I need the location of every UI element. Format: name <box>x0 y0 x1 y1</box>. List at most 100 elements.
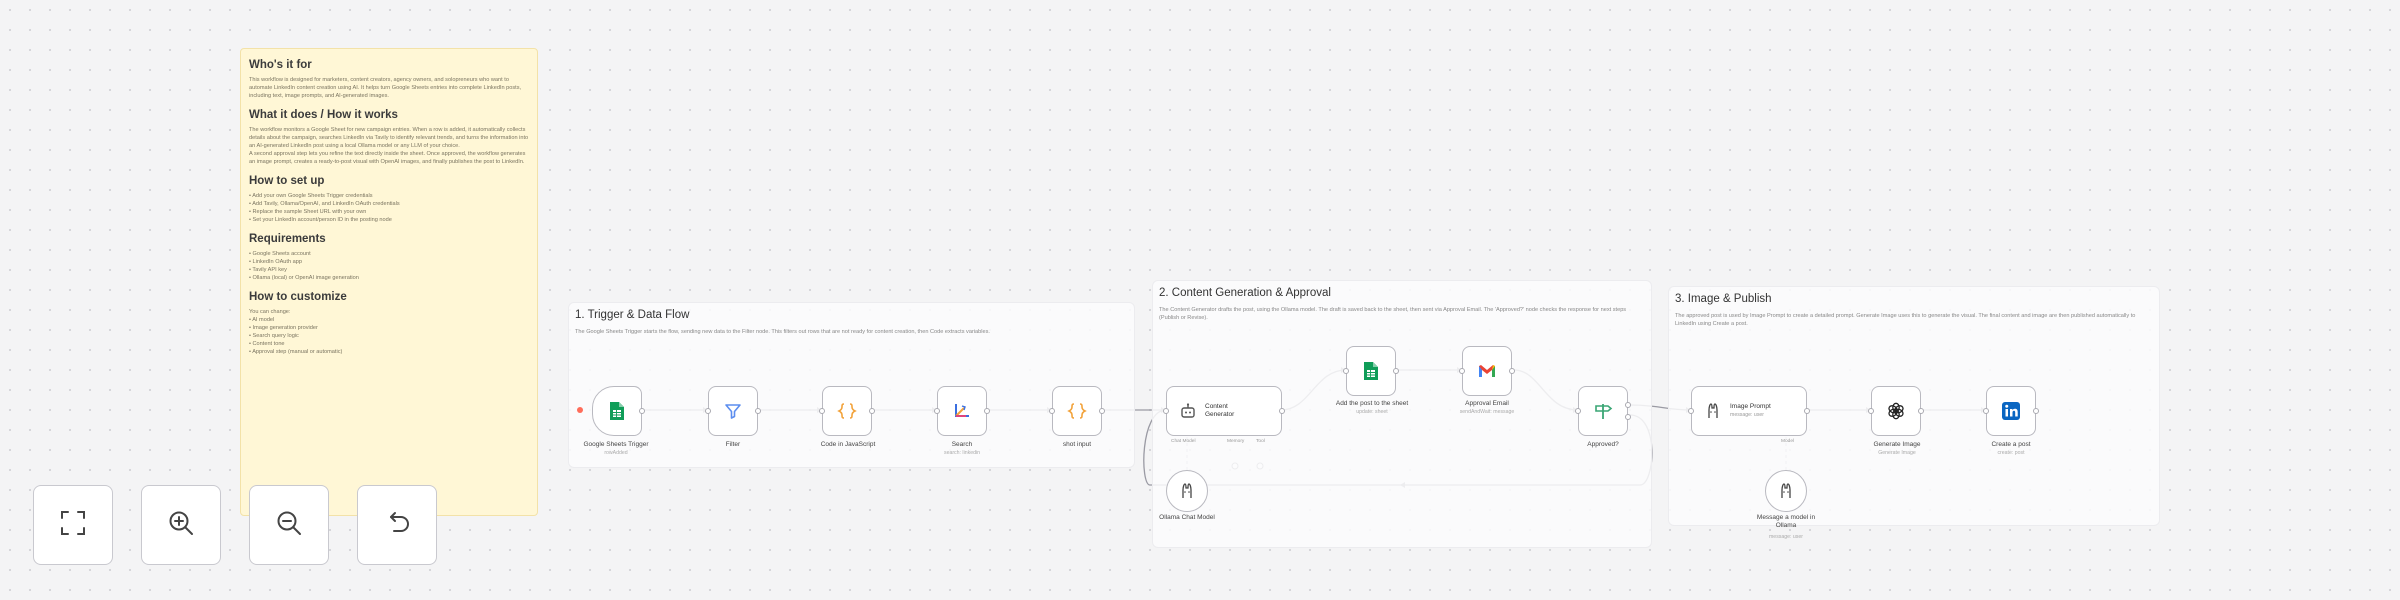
code-braces-icon <box>1066 400 1088 422</box>
node-image-prompt[interactable]: Image Prompt message: user <box>1688 386 1810 436</box>
linkedin-icon <box>2000 400 2022 422</box>
input-handle[interactable] <box>934 408 940 414</box>
output-handle-true[interactable] <box>1625 402 1631 408</box>
subcaption-message-ollama: message: user <box>1768 534 1804 540</box>
port-label-model: Model <box>1781 439 1795 444</box>
caption-create-post: Create a post <box>1991 441 2031 448</box>
code-braces-icon <box>836 400 858 422</box>
section-description: The approved post is used by Image Promp… <box>1675 313 2136 327</box>
caption-message-ollama: Message a model in Ollama <box>1756 514 1816 529</box>
caption-approval-email: Approval Email <box>1465 400 1509 407</box>
node-search[interactable] <box>934 386 990 436</box>
node-add-post-to-sheet[interactable] <box>1343 346 1399 396</box>
sticky-note[interactable]: Who's it for This workflow is designed f… <box>240 48 538 516</box>
input-handle[interactable] <box>1575 408 1581 414</box>
section-description: The Content Generator drafts the post, u… <box>1159 307 1627 321</box>
section-description: The Google Sheets Trigger starts the flo… <box>575 329 990 335</box>
section-title: 3. Image & Publish <box>1675 293 1772 305</box>
zoom-in-icon <box>166 508 196 543</box>
input-handle[interactable] <box>1688 408 1694 414</box>
input-handle[interactable] <box>1868 408 1874 414</box>
subcaption-search: search: linkedin <box>943 450 981 456</box>
section-title: 2. Content Generation & Approval <box>1159 287 1331 299</box>
caption-ollama-chat-model: Ollama Chat Model <box>1159 514 1215 521</box>
ollama-icon <box>1176 480 1198 502</box>
sticky-body-requirements: • Google Sheets account • LinkedIn OAuth… <box>249 251 359 281</box>
section-title: 1. Trigger & Data Flow <box>575 309 690 321</box>
caption-add-post-to-sheet: Add the post to the sheet <box>1335 400 1409 407</box>
caption-google-sheets-trigger: Google Sheets Trigger <box>583 441 649 448</box>
port-label-memory: Memory <box>1227 439 1245 444</box>
input-handle[interactable] <box>819 408 825 414</box>
output-handle[interactable] <box>869 408 875 414</box>
node-content-generator[interactable]: Content Generator <box>1163 386 1285 436</box>
node-message-ollama[interactable] <box>1765 470 1807 512</box>
node-subtitle: message: user <box>1730 412 1765 418</box>
port-label-chat-model: Chat Model <box>1171 439 1196 444</box>
subcaption-google-sheets-trigger: rowAdded <box>604 450 628 456</box>
caption-search: Search <box>951 441 973 448</box>
node-generate-image[interactable] <box>1868 386 1924 436</box>
output-handle[interactable] <box>1918 408 1924 414</box>
output-handle-false[interactable] <box>1625 414 1631 420</box>
node-title: Image Prompt <box>1730 403 1771 410</box>
reset-zoom-button[interactable] <box>357 485 437 565</box>
openai-icon <box>1885 400 1907 422</box>
output-handle[interactable] <box>1804 408 1810 414</box>
input-handle[interactable] <box>1459 368 1465 374</box>
node-label: Content Generator <box>1205 403 1235 418</box>
node-google-sheets-trigger[interactable] <box>592 386 645 436</box>
fit-view-button[interactable] <box>33 485 113 565</box>
sticky-body-who: This workflow is designed for marketers,… <box>249 77 522 99</box>
sticky-body-customize: You can change: • AI model • Image gener… <box>249 309 343 355</box>
input-handle[interactable] <box>705 408 711 414</box>
sticky-heading-requirements: Requirements <box>249 233 326 245</box>
subcaption-add-post-to-sheet: update: sheet <box>1356 409 1388 415</box>
input-handle[interactable] <box>1163 408 1169 414</box>
subcaption-generate-image: Generate Image <box>1878 450 1916 456</box>
subcaption-approval-email: sendAndWait: message <box>1459 409 1515 415</box>
output-handle[interactable] <box>1279 408 1285 414</box>
node-code-javascript[interactable] <box>819 386 875 436</box>
port-label-tool: Tool <box>1256 439 1265 444</box>
input-handle[interactable] <box>1343 368 1349 374</box>
node-create-post[interactable] <box>1983 386 2039 436</box>
filter-icon <box>722 400 744 422</box>
output-handle[interactable] <box>639 408 645 414</box>
node-approval-email[interactable] <box>1459 346 1515 396</box>
input-handle[interactable] <box>1983 408 1989 414</box>
node-filter[interactable] <box>705 386 761 436</box>
output-handle[interactable] <box>1393 368 1399 374</box>
node-approved-switch[interactable] <box>1575 386 1631 436</box>
caption-filter: Filter <box>725 441 741 448</box>
node-label: Image Prompt message: user <box>1730 403 1771 419</box>
sticky-heading-who: Who's it for <box>249 59 312 71</box>
zoom-out-icon <box>274 508 304 543</box>
output-handle[interactable] <box>1099 408 1105 414</box>
caption-code-javascript: Code in JavaScript <box>820 441 876 448</box>
output-handle[interactable] <box>984 408 990 414</box>
output-handle[interactable] <box>1509 368 1515 374</box>
caption-shot-input: shot input <box>1062 441 1092 448</box>
ollama-icon <box>1702 400 1724 422</box>
robot-icon <box>1177 400 1199 422</box>
fit-screen-icon <box>58 508 88 543</box>
node-shot-input[interactable] <box>1049 386 1105 436</box>
sticky-heading-customize: How to customize <box>249 291 347 303</box>
zoom-out-button[interactable] <box>249 485 329 565</box>
sticky-body-setup: • Add your own Google Sheets Trigger cre… <box>249 193 400 223</box>
sticky-body-what: The workflow monitors a Google Sheet for… <box>249 127 529 165</box>
output-handle[interactable] <box>2033 408 2039 414</box>
sticky-heading-what: What it does / How it works <box>249 109 398 121</box>
ollama-icon <box>1775 480 1797 502</box>
input-handle[interactable] <box>1049 408 1055 414</box>
node-ollama-chat-model[interactable] <box>1166 470 1208 512</box>
tavily-icon <box>951 400 973 422</box>
sticky-heading-setup: How to set up <box>249 175 325 187</box>
if-signpost-icon <box>1592 400 1614 422</box>
caption-approved-switch: Approved? <box>1587 441 1619 448</box>
section-trigger[interactable]: 1. Trigger & Data Flow The Google Sheets… <box>568 302 1135 468</box>
zoom-in-button[interactable] <box>141 485 221 565</box>
output-handle[interactable] <box>755 408 761 414</box>
